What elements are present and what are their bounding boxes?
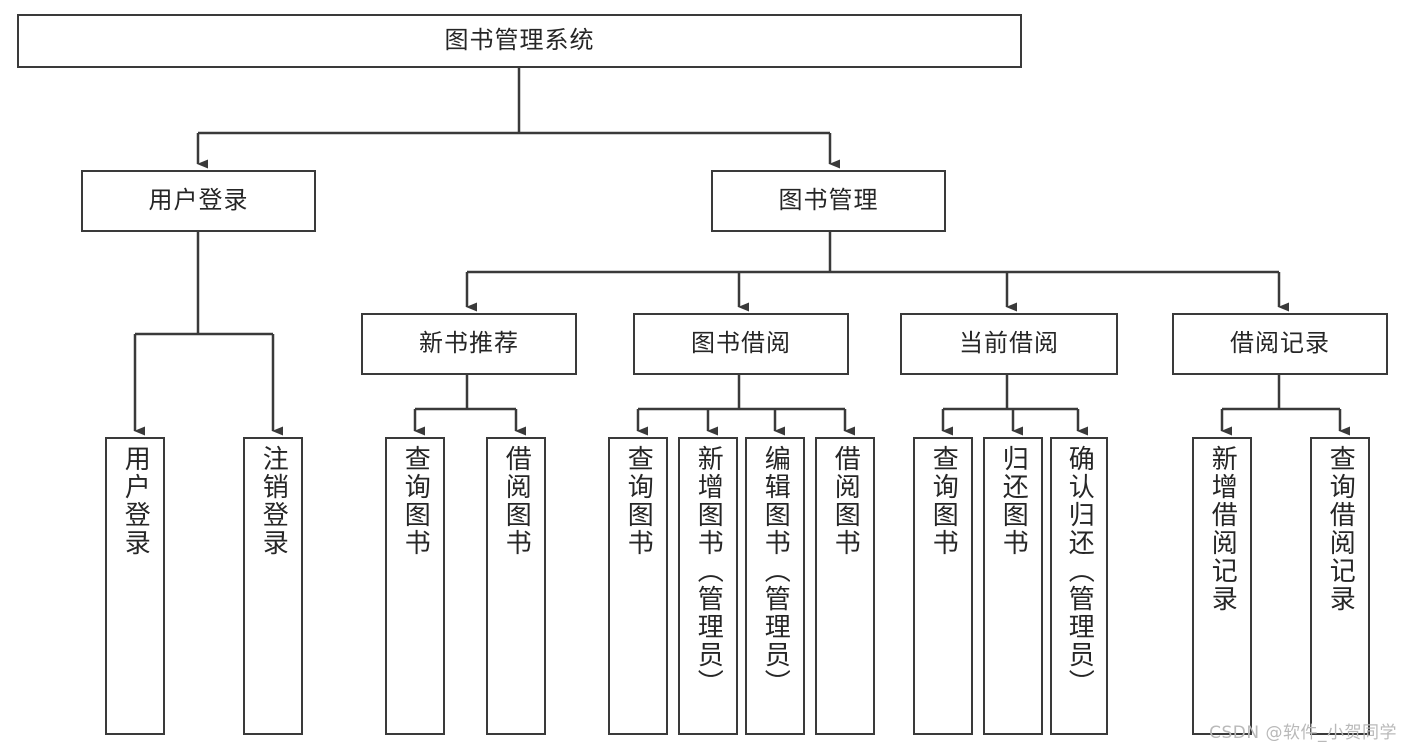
leaf-query-borrow-record-label: 查询借阅记录 [1325, 445, 1356, 613]
leaf-borrow-book-newbook[interactable]: 借阅图书 [486, 437, 546, 735]
node-borrow-records-label: 借阅记录 [1230, 329, 1330, 358]
node-root-label: 图书管理系统 [444, 26, 595, 55]
node-book-management[interactable]: 图书管理 [711, 170, 946, 232]
leaf-confirm-return-admin-label: 确认归还（管理员） [1064, 445, 1095, 697]
leaf-query-book-newbook[interactable]: 查询图书 [385, 437, 445, 735]
node-borrow-records[interactable]: 借阅记录 [1172, 313, 1388, 375]
node-book-management-label: 图书管理 [778, 186, 879, 215]
node-book-borrow[interactable]: 图书借阅 [633, 313, 849, 375]
leaf-logout-label: 注销登录 [258, 445, 289, 557]
node-new-book-recommend[interactable]: 新书推荐 [361, 313, 577, 375]
node-current-borrow[interactable]: 当前借阅 [900, 313, 1118, 375]
node-root[interactable]: 图书管理系统 [17, 14, 1022, 68]
leaf-return-book-label: 归还图书 [998, 445, 1029, 557]
leaf-add-book-admin[interactable]: 新增图书（管理员） [678, 437, 738, 735]
leaf-add-borrow-record[interactable]: 新增借阅记录 [1192, 437, 1252, 735]
node-current-borrow-label: 当前借阅 [959, 329, 1059, 358]
node-user-login-label: 用户登录 [148, 186, 249, 215]
leaf-edit-book-admin[interactable]: 编辑图书（管理员） [745, 437, 805, 735]
leaf-query-book-newbook-label: 查询图书 [400, 445, 431, 557]
node-book-borrow-label: 图书借阅 [691, 329, 791, 358]
leaf-edit-book-admin-label: 编辑图书（管理员） [760, 445, 791, 697]
node-new-book-recommend-label: 新书推荐 [419, 329, 519, 358]
leaf-logout[interactable]: 注销登录 [243, 437, 303, 735]
leaf-borrow-book-borrow[interactable]: 借阅图书 [815, 437, 875, 735]
leaf-query-borrow-record[interactable]: 查询借阅记录 [1310, 437, 1370, 735]
leaf-add-borrow-record-label: 新增借阅记录 [1207, 445, 1238, 613]
leaf-query-book-borrow[interactable]: 查询图书 [608, 437, 668, 735]
leaf-user-login[interactable]: 用户登录 [105, 437, 165, 735]
leaf-user-login-label: 用户登录 [120, 445, 151, 557]
leaf-confirm-return-admin[interactable]: 确认归还（管理员） [1050, 437, 1108, 735]
leaf-add-book-admin-label: 新增图书（管理员） [693, 445, 724, 697]
leaf-borrow-book-newbook-label: 借阅图书 [501, 445, 532, 557]
leaf-query-book-current-label: 查询图书 [928, 445, 959, 557]
leaf-borrow-book-borrow-label: 借阅图书 [830, 445, 861, 557]
leaf-query-book-borrow-label: 查询图书 [623, 445, 654, 557]
node-user-login[interactable]: 用户登录 [81, 170, 316, 232]
leaf-query-book-current[interactable]: 查询图书 [913, 437, 973, 735]
leaf-return-book[interactable]: 归还图书 [983, 437, 1043, 735]
